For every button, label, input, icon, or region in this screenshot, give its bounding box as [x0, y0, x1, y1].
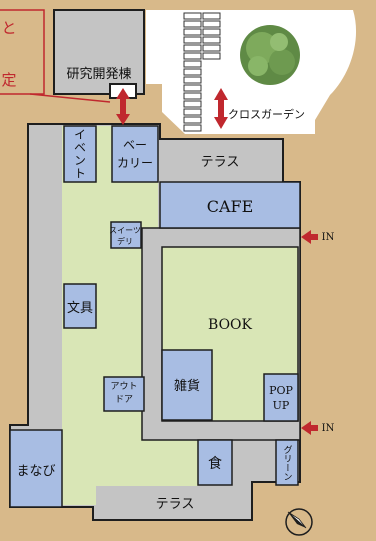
sales-floor: [62, 126, 198, 505]
bakery-area: [111, 125, 159, 183]
outdoor-label: アウト ドア: [110, 382, 138, 405]
popup-label: POP UP: [269, 384, 293, 412]
event-label: イベント: [72, 128, 87, 180]
entrance-upper-label: IN: [321, 231, 335, 243]
event-area: [63, 125, 97, 183]
sweets-label: スイーツ デリ: [109, 226, 141, 246]
callout-leader: [29, 93, 111, 103]
double-arrow-icon: [116, 88, 130, 125]
double-arrow-icon: [214, 88, 228, 129]
garden-path-bricks: [183, 12, 221, 132]
outdoor-area: [103, 376, 145, 412]
cross-garden-label: クロスガーデン: [228, 108, 305, 121]
popup-area: [263, 373, 299, 422]
zakka-area: [161, 349, 213, 421]
callout-text-2: 定: [1, 70, 17, 89]
north-compass-icon: [285, 508, 313, 536]
bakery-label: ベー カリー: [116, 138, 153, 170]
terrace-top-label: テラス: [200, 154, 240, 170]
cafe-area: [159, 181, 301, 229]
stationery-area: [63, 283, 97, 329]
food-label: 食: [208, 456, 222, 472]
stationery-label: 文具: [66, 300, 93, 316]
research-building: [53, 9, 145, 95]
green-area: [275, 439, 299, 486]
food-area: [197, 439, 233, 486]
cafe-label: CAFE: [206, 196, 254, 216]
book-label: BOOK: [208, 317, 252, 333]
callout-text-1: と: [1, 18, 17, 37]
callout-box: [0, 9, 45, 95]
green-label: グリーン: [281, 444, 292, 481]
entrance-arrow-icon: [301, 230, 318, 244]
entrance-lower-label: IN: [321, 422, 335, 434]
manabi-label: まなび: [16, 463, 56, 479]
zakka-label: 雑貨: [173, 378, 200, 394]
research-building-label: 研究開発棟: [66, 66, 132, 82]
terrace-bottom-label: テラス: [155, 496, 195, 512]
tree-icon: [240, 25, 300, 85]
manabi-area: [9, 429, 63, 508]
sweets-area: [110, 221, 142, 249]
entrance-arrow-icon: [301, 421, 318, 435]
